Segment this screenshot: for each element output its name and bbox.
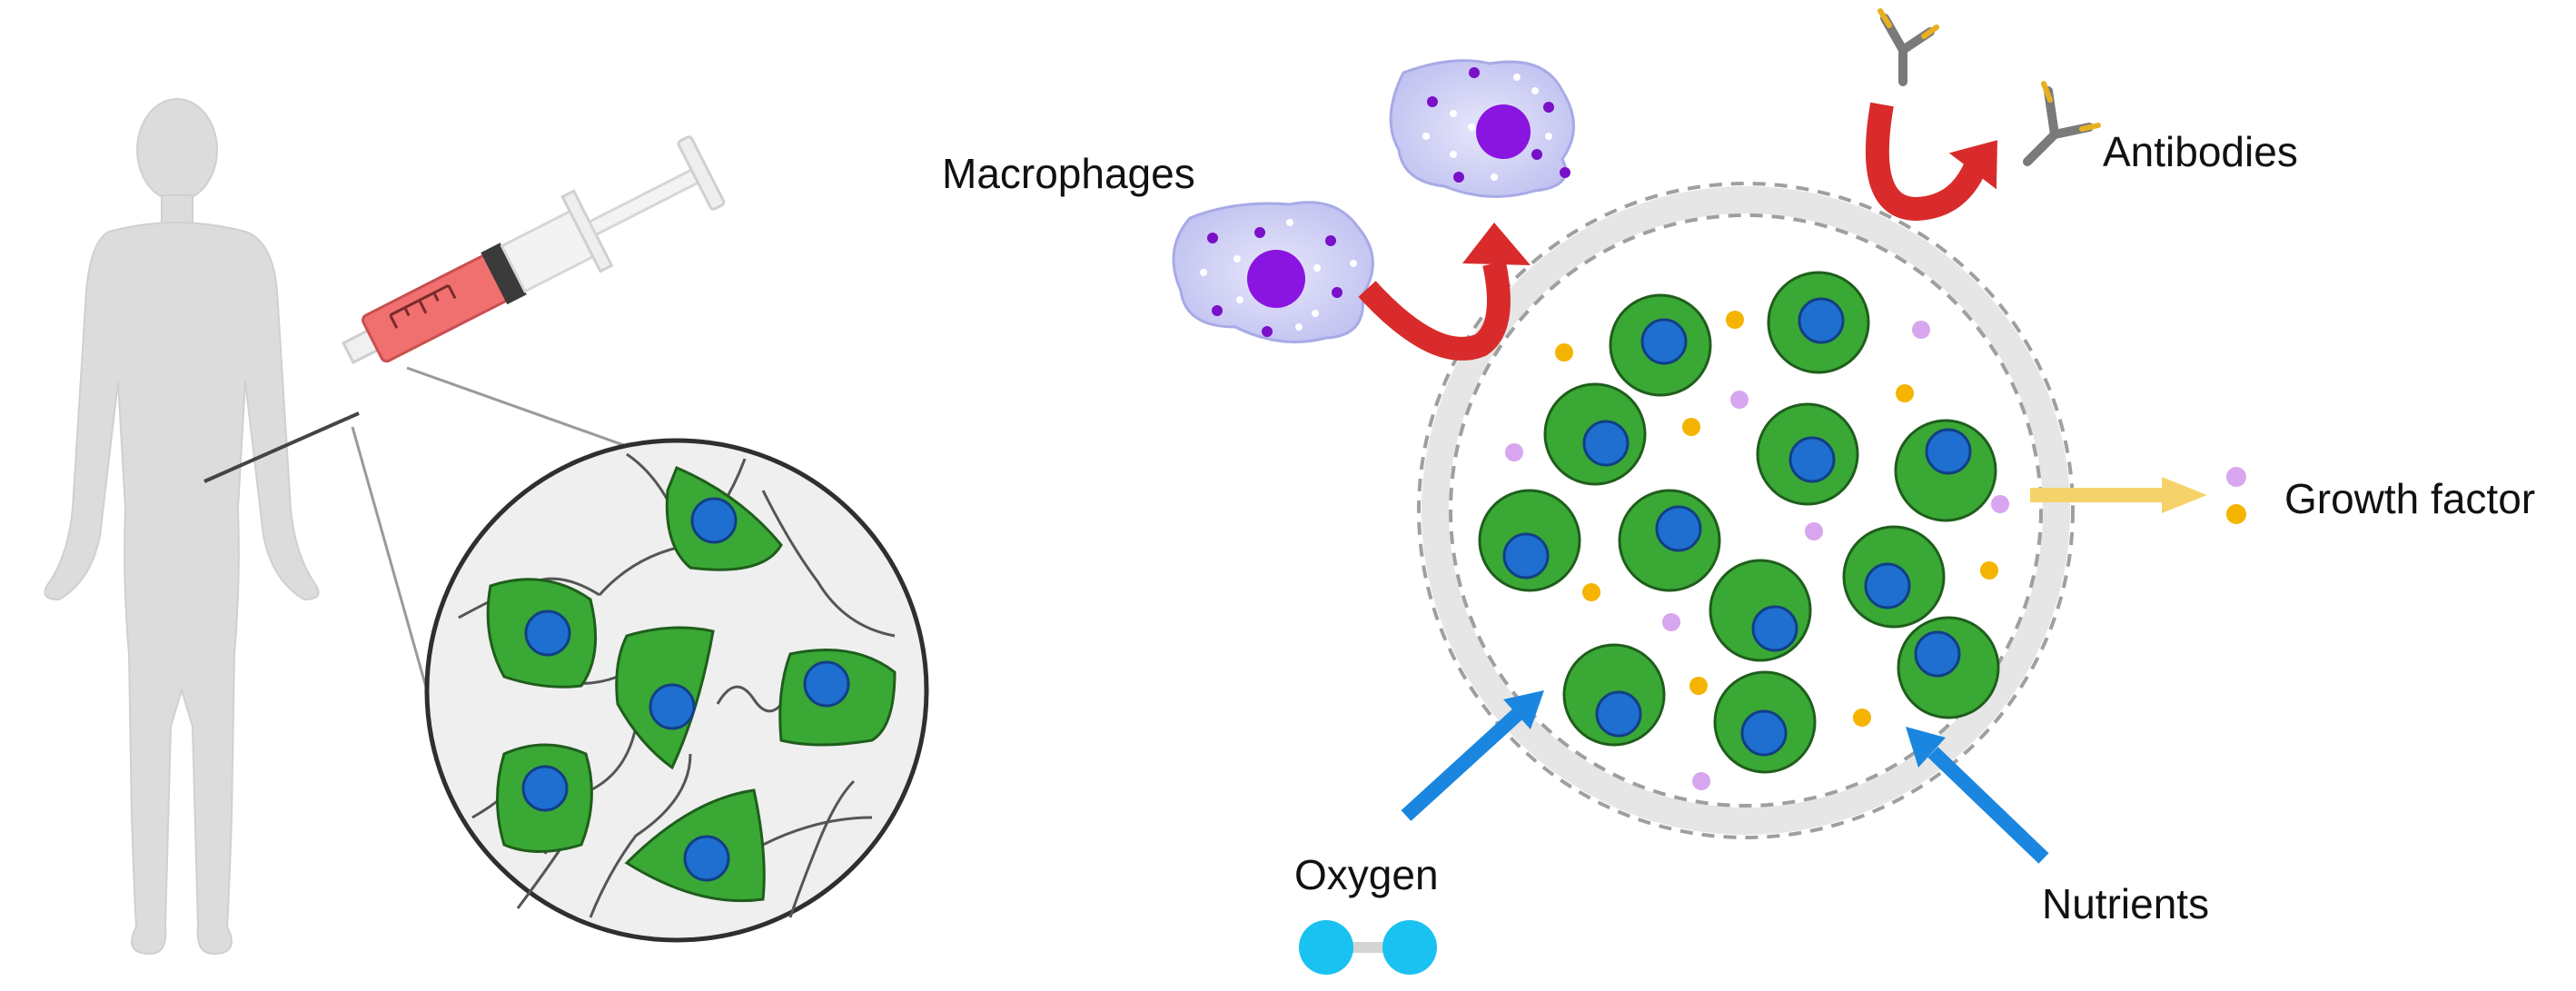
macrophage-icon	[1172, 201, 1374, 343]
antibody-icon	[1878, 8, 1939, 86]
macrophage-icon	[1389, 59, 1575, 198]
macrophages-label: Macrophages	[942, 150, 1195, 197]
growth-factor-dots	[1505, 311, 2009, 790]
encapsulated-cells	[1478, 271, 2000, 774]
syringe-icon	[203, 135, 778, 691]
antibody-icon	[2023, 81, 2101, 166]
nutrients-label: Nutrients	[2042, 880, 2210, 927]
oxygen-molecule-icon	[1299, 920, 1437, 975]
blocked-antibody-arrow	[1865, 102, 1997, 222]
oxygen-label: Oxygen	[1294, 851, 1439, 898]
nutrient-arrow	[1906, 727, 2049, 864]
growth-factor-arrow	[2030, 467, 2246, 524]
oxygen-arrow	[1401, 690, 1544, 821]
growth-factor-label: Growth factor	[2284, 475, 2536, 522]
human-body-icon	[44, 98, 320, 956]
blocked-macrophage-arrow	[1358, 223, 1531, 361]
magnified-hydrogel-view	[424, 438, 929, 943]
antibodies-label: Antibodies	[2103, 128, 2298, 175]
